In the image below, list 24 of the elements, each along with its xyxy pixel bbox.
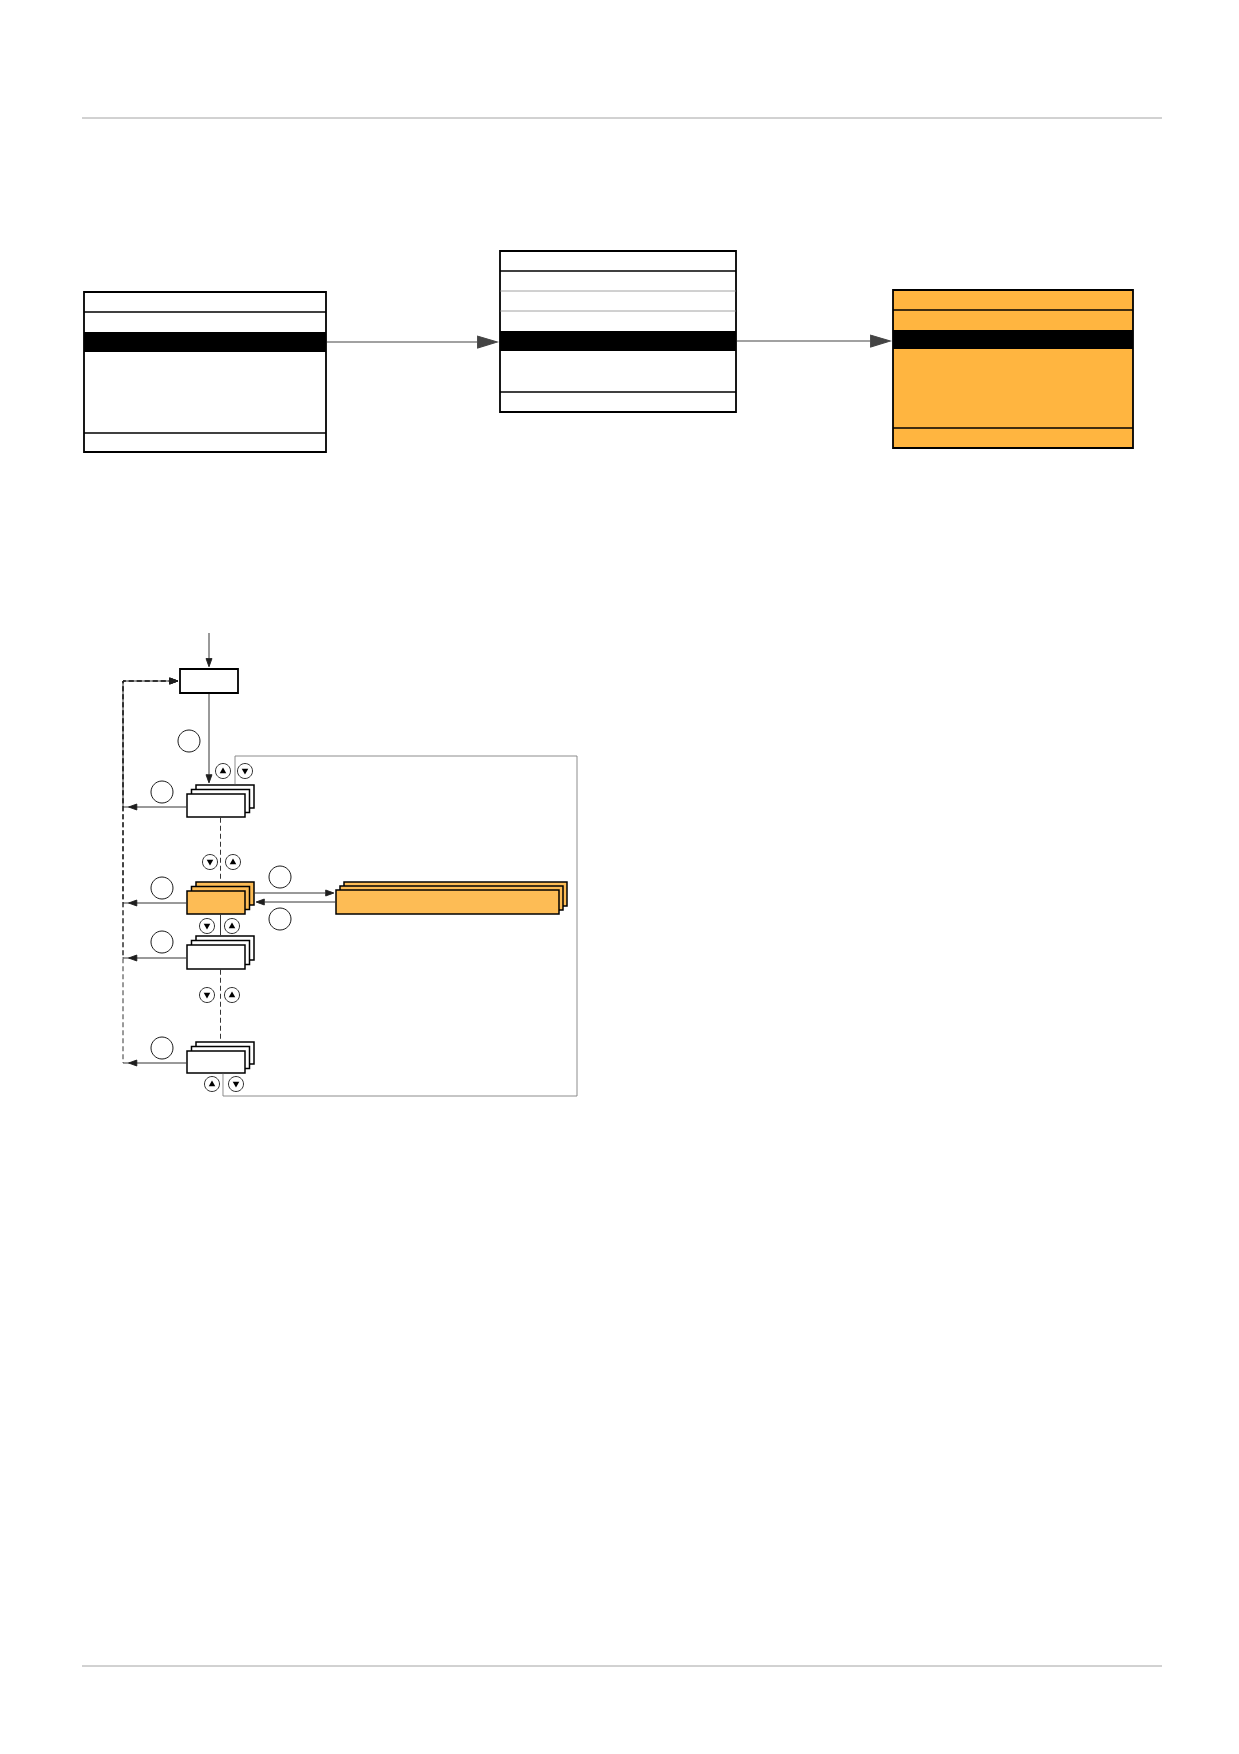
card-stack	[335, 881, 568, 915]
callout-circle	[150, 780, 174, 804]
connector-line	[220, 914, 221, 936]
callout-circle	[177, 729, 201, 753]
callout-circle	[150, 930, 174, 954]
arrow	[205, 693, 213, 784]
arrow	[326, 335, 498, 349]
card-stack	[186, 881, 255, 915]
arrow	[736, 334, 891, 348]
arrow	[255, 898, 336, 906]
callout-circle	[268, 865, 292, 889]
card-stack	[186, 935, 255, 970]
arrow	[205, 632, 213, 668]
callout-circle	[150, 876, 174, 900]
card-stack	[186, 784, 255, 818]
callout-circle	[150, 1036, 174, 1060]
connector-line	[220, 817, 221, 882]
process-box	[179, 668, 239, 694]
arrow	[122, 677, 187, 811]
card-stack	[186, 1041, 255, 1074]
arrow	[254, 889, 335, 897]
connector-line	[222, 755, 578, 1097]
callout-circle	[268, 907, 292, 931]
connector-line	[220, 969, 221, 1042]
